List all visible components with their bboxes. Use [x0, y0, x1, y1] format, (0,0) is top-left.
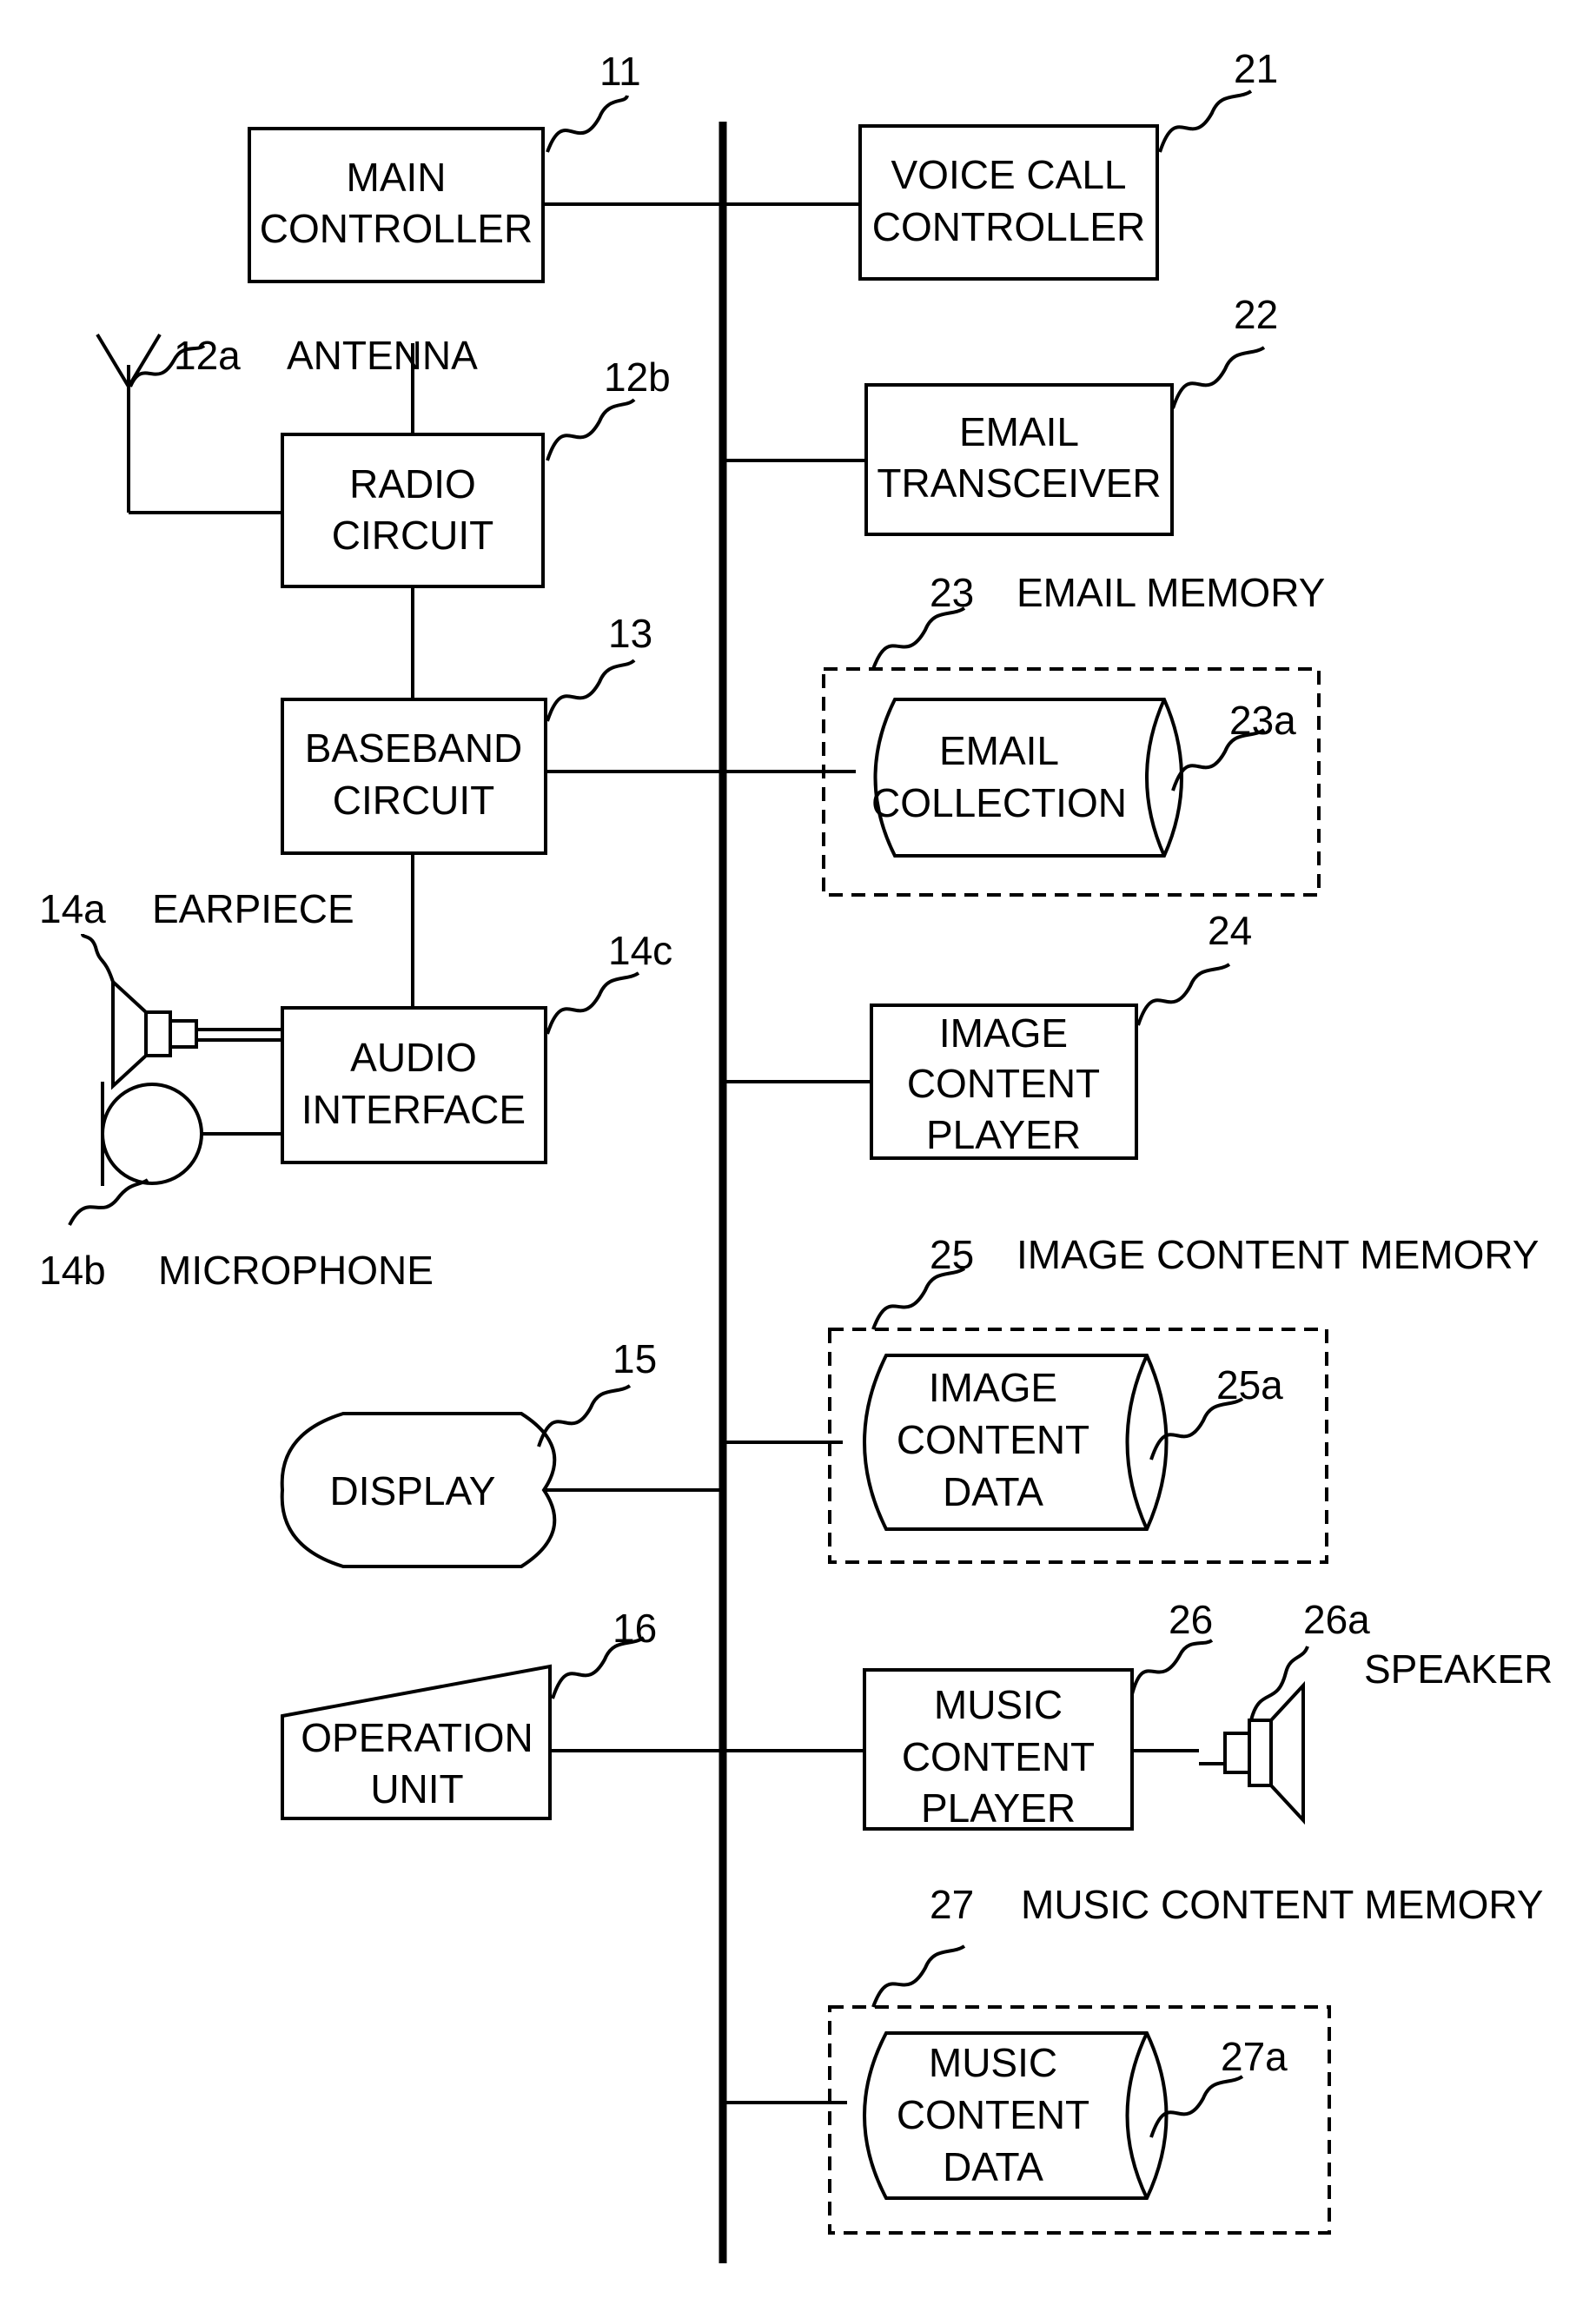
microphone-symbol: 14b MICROPHONE: [39, 1082, 434, 1293]
image-content-memory-ref: 25: [930, 1232, 974, 1277]
image-content-data-ref: 25a: [1216, 1362, 1283, 1408]
image-content-data-label-2: CONTENT: [897, 1417, 1089, 1462]
earpiece-ref: 14a: [39, 886, 106, 931]
music-content-player-label-1: MUSIC: [934, 1682, 1063, 1727]
operation-unit-block: OPERATION UNIT: [281, 1664, 552, 1820]
image-content-memory-label: IMAGE CONTENT MEMORY: [1017, 1232, 1539, 1277]
earpiece-label: EARPIECE: [152, 886, 354, 931]
image-content-data-label-3: DATA: [943, 1469, 1043, 1514]
baseband-circuit-label-2: CIRCUIT: [333, 778, 495, 823]
audio-interface-label-2: INTERFACE: [301, 1087, 526, 1132]
antenna-symbol: 12a ANTENNA: [96, 333, 478, 514]
radio-circuit-ref: 12b: [604, 354, 671, 400]
speaker-label: SPEAKER: [1364, 1646, 1553, 1692]
main-controller-ref: 11: [599, 49, 641, 94]
voice-call-controller-ref: 21: [1234, 46, 1278, 91]
email-collection-label-1: EMAIL: [939, 728, 1059, 773]
music-content-data-label-2: CONTENT: [897, 2092, 1089, 2137]
radio-circuit-block: RADIO CIRCUIT: [281, 433, 545, 588]
music-content-data-label-3: DATA: [943, 2144, 1043, 2189]
image-content-memory: 25 IMAGE CONTENT MEMORY IMAGE CONTENT DA…: [828, 1232, 1539, 1564]
email-memory-label: EMAIL MEMORY: [1017, 570, 1325, 615]
antenna-label: ANTENNA: [287, 333, 478, 378]
email-collection-label-2: COLLECTION: [871, 780, 1127, 825]
music-content-data-ref: 27a: [1221, 2034, 1288, 2079]
display-ref: 15: [613, 1336, 657, 1381]
reference-numerals: 11 12b 13 14c 15 16 21 22 24 26: [68, 46, 1309, 2138]
baseband-circuit-block: BASEBAND CIRCUIT: [281, 698, 547, 855]
main-controller-block: MAIN CONTROLLER: [248, 127, 545, 283]
audio-interface-label-1: AUDIO: [350, 1035, 477, 1080]
music-content-memory-ref: 27: [930, 1882, 974, 1927]
speaker-ref: 26a: [1303, 1597, 1370, 1642]
image-content-data-label-1: IMAGE: [929, 1365, 1057, 1410]
antenna-ref: 12a: [174, 333, 241, 378]
radio-circuit-label-2: CIRCUIT: [332, 513, 494, 558]
email-transceiver-ref: 22: [1234, 292, 1278, 337]
operation-unit-label-2: UNIT: [370, 1766, 463, 1812]
music-content-player-block: MUSIC CONTENT PLAYER: [863, 1668, 1134, 1831]
voice-call-controller-label-2: CONTROLLER: [872, 204, 1145, 249]
operation-unit-label-1: OPERATION: [301, 1715, 533, 1760]
main-controller-label-1: MAIN: [347, 155, 447, 200]
microphone-ref: 14b: [39, 1248, 106, 1293]
audio-interface-block: AUDIO INTERFACE: [281, 1006, 547, 1164]
image-content-player-ref: 24: [1208, 908, 1252, 953]
image-content-player-block: IMAGE CONTENT PLAYER: [870, 1003, 1138, 1160]
baseband-circuit-label-1: BASEBAND: [305, 725, 523, 771]
music-content-player-ref: 26: [1169, 1597, 1213, 1642]
email-transceiver-label-2: TRANSCEIVER: [877, 460, 1161, 506]
earpiece-symbol: 14a EARPIECE: [39, 886, 354, 1090]
music-content-memory: 27 MUSIC CONTENT MEMORY MUSIC CONTENT DA…: [828, 1882, 1543, 2235]
music-content-data-label-1: MUSIC: [929, 2040, 1057, 2085]
display-block: DISPLAY: [280, 1412, 557, 1568]
main-controller-label-2: CONTROLLER: [260, 206, 533, 251]
radio-circuit-label-1: RADIO: [349, 461, 476, 507]
email-memory-ref: 23: [930, 570, 974, 615]
email-transceiver-label-1: EMAIL: [959, 409, 1079, 454]
music-content-memory-label: MUSIC CONTENT MEMORY: [1021, 1882, 1543, 1927]
email-memory: 23 EMAIL MEMORY EMAIL COLLECTION 23a: [822, 570, 1325, 897]
image-content-player-label-1: IMAGE: [939, 1010, 1068, 1056]
audio-interface-ref: 14c: [608, 928, 672, 973]
voice-call-controller-label-1: VOICE CALL: [891, 152, 1127, 197]
image-content-player-label-3: PLAYER: [926, 1112, 1081, 1157]
image-content-player-label-2: CONTENT: [907, 1061, 1100, 1106]
music-content-player-label-2: CONTENT: [902, 1734, 1095, 1779]
microphone-label: MICROPHONE: [158, 1248, 434, 1293]
email-transceiver-block: EMAIL TRANSCEIVER: [864, 383, 1174, 536]
display-label: DISPLAY: [330, 1468, 496, 1513]
music-content-player-label-3: PLAYER: [921, 1785, 1076, 1831]
baseband-circuit-ref: 13: [608, 611, 652, 656]
voice-call-controller-block: VOICE CALL CONTROLLER: [858, 124, 1159, 281]
speaker-symbol: 26a SPEAKER: [1199, 1597, 1553, 1825]
